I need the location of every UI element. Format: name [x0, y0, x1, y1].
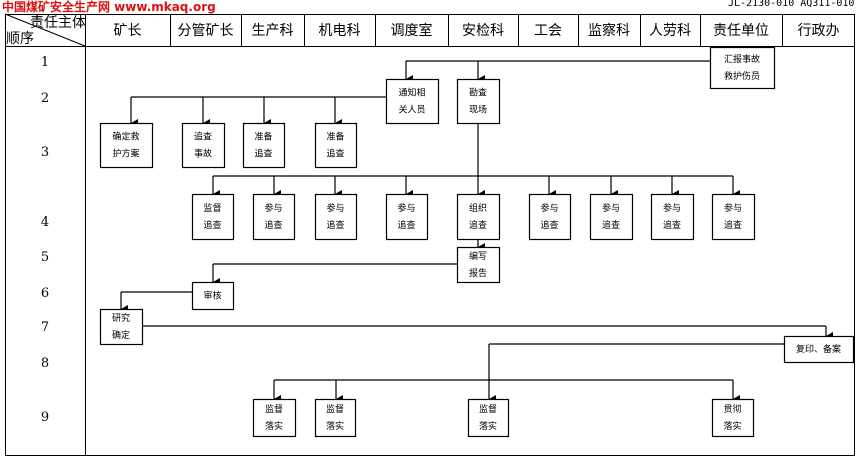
- flow-box-text: 监督: [265, 403, 283, 415]
- column-header: 生产科: [252, 23, 294, 39]
- flow-box-text: 监督: [479, 403, 497, 415]
- column-header: 责任单位: [713, 23, 769, 39]
- column-header: 工会: [534, 23, 562, 39]
- flow-box-text: 确定: [112, 329, 130, 341]
- flow-box-text: 确定救: [112, 131, 139, 143]
- row-number: 8: [41, 356, 49, 371]
- flow-box-text: 组织: [469, 202, 487, 214]
- table-grid: [4, 13, 855, 456]
- flow-box-text: 监督: [203, 202, 221, 214]
- flow-box-text: 落实: [723, 420, 741, 432]
- column-header: 行政办: [798, 23, 840, 39]
- flow-box-text: 贯彻: [723, 403, 741, 415]
- flow-box-text: 监督: [326, 403, 344, 415]
- flow-box-text: 参与: [326, 202, 344, 214]
- flow-box-text: 追查: [203, 219, 221, 231]
- flow-box-text: 参与: [663, 202, 681, 214]
- flow-box-text: 追查: [254, 148, 272, 160]
- row-number: 1: [41, 55, 49, 70]
- flow-box-text: 落实: [326, 420, 344, 432]
- flow-box-text: 审核: [203, 290, 221, 302]
- flow-box-text: 追查: [326, 148, 344, 160]
- document-code: JL-2130-010 AQ311-010: [728, 0, 854, 9]
- flow-box-text: 通知相: [398, 87, 425, 99]
- flow-box-text: 落实: [479, 420, 497, 432]
- column-header: 调度室: [391, 22, 433, 39]
- column-header: 安检科: [462, 23, 504, 39]
- corner-label-order: 顺序: [6, 31, 34, 47]
- corner-label-responsible: 责任主体: [30, 15, 86, 31]
- row-number: 3: [41, 145, 49, 160]
- flow-box-text: 勘查: [469, 87, 487, 99]
- flow-box-text: 追查: [724, 219, 742, 231]
- flow-box-text: 参与: [602, 202, 620, 214]
- flow-box-text: 追查: [194, 131, 212, 143]
- flow-box-text: 追查: [326, 219, 344, 231]
- flow-box-text: 现场: [469, 105, 487, 116]
- flow-box-text: 汇报事故: [724, 53, 760, 65]
- column-header: 机电科: [319, 23, 361, 39]
- corner-diagonal: [4, 13, 86, 47]
- flow-box-text: 追查: [540, 219, 558, 231]
- flow-box-text: 准备: [326, 131, 344, 143]
- flow-box-text: 追查: [602, 219, 620, 231]
- flow-box-text: 参与: [724, 202, 742, 214]
- flow-box-text: 参与: [540, 202, 558, 214]
- flow-box-text: 救护伤员: [724, 70, 760, 82]
- flow-box-text: 事故: [194, 148, 212, 160]
- column-header: 人劳科: [649, 23, 691, 39]
- row-number: 4: [41, 215, 49, 230]
- flow-box-text: 参与: [397, 202, 415, 214]
- flow-box-text: 编写: [469, 250, 487, 262]
- row-number: 9: [41, 410, 49, 425]
- flow-box-text: 追查: [469, 219, 487, 231]
- flow-box-text: 追查: [264, 219, 282, 231]
- row-number: 6: [41, 286, 49, 301]
- column-header: 矿长: [114, 23, 142, 39]
- row-number: 5: [41, 250, 49, 265]
- flow-box-text: 复印、备案: [796, 343, 841, 355]
- column-header: 监察科: [588, 22, 630, 39]
- row-number: 2: [41, 91, 49, 106]
- flow-box-text: 落实: [265, 420, 283, 432]
- flow-box-archive: 复印、备案: [783, 335, 855, 364]
- flow-box-text: 追查: [397, 219, 415, 231]
- column-header: 分管矿长: [178, 23, 234, 39]
- flow-box-text: 护方案: [112, 148, 139, 160]
- flow-box-text: 准备: [254, 131, 272, 143]
- flow-box-text: 关人员: [398, 104, 425, 116]
- flow-box-text: 报告: [469, 267, 487, 279]
- flow-box-text: 参与: [264, 202, 282, 214]
- watermark: 中国煤矿安全生产网 www.mkaq.org: [2, 0, 216, 14]
- row-number: 7: [41, 320, 49, 335]
- flow-box-text: 追查: [663, 219, 681, 231]
- flow-box-text: 研究: [112, 312, 130, 324]
- flow-box-review: 审核: [191, 281, 235, 311]
